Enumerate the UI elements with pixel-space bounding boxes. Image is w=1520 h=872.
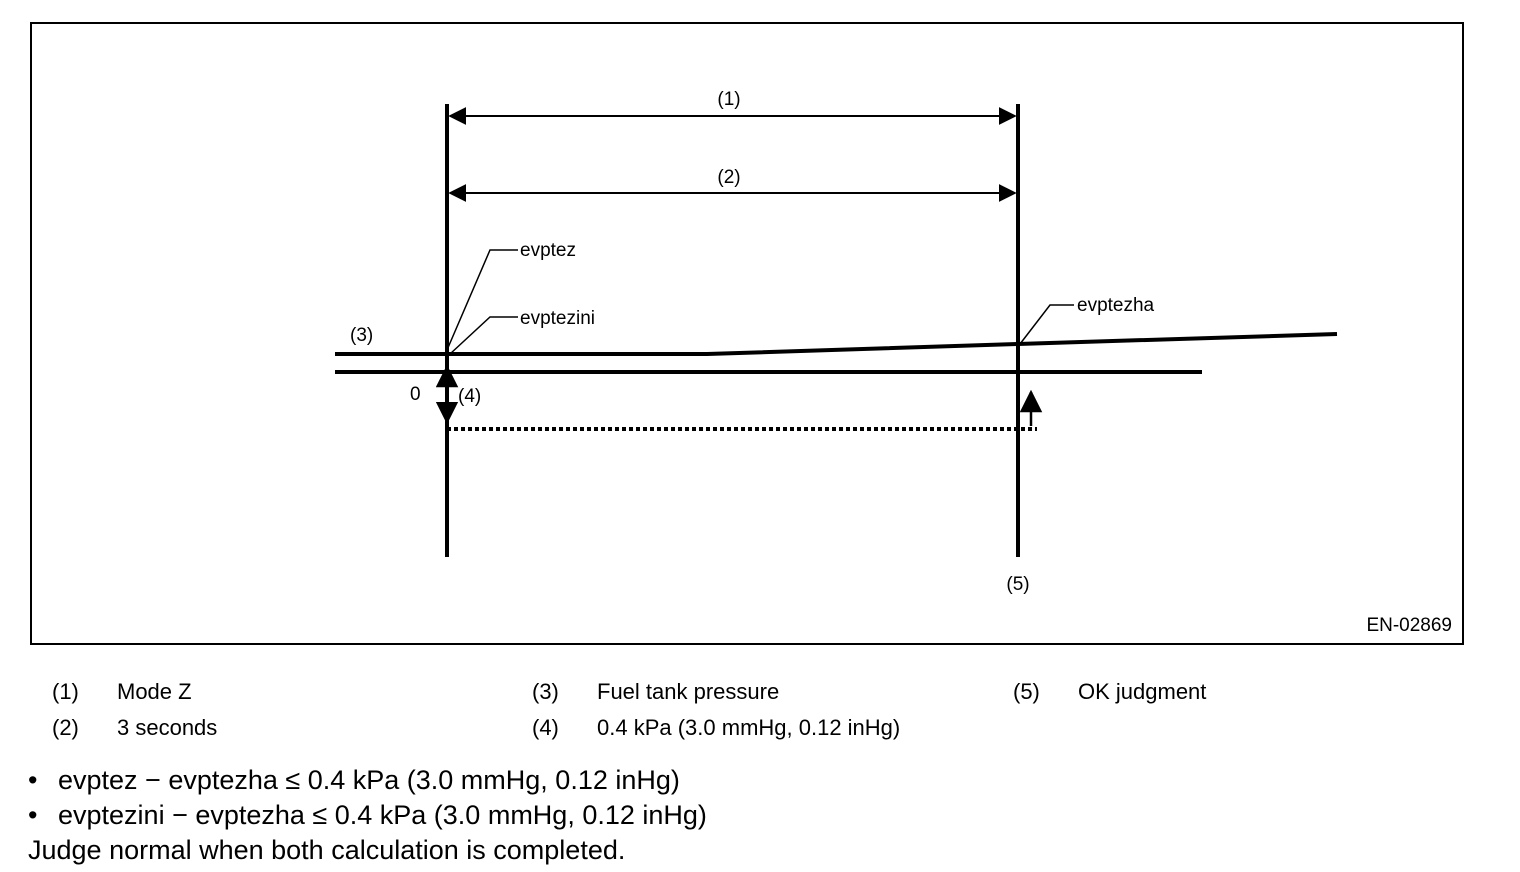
- legend-number: (2): [52, 715, 79, 740]
- legend-text: Fuel tank pressure: [597, 679, 780, 704]
- evptez-leader: [446, 249, 518, 351]
- figure-frame: (1) (2) 0 (3) evptez evptezini evptezha …: [30, 22, 1464, 645]
- signal-evptezha: evptezha: [1077, 295, 1155, 316]
- callout-pressure-delta: (4): [458, 386, 481, 407]
- note-conclusion: Judge normal when both calculation is co…: [28, 835, 626, 865]
- bullet-marker: •: [28, 765, 38, 795]
- legend-number: (1): [52, 679, 79, 704]
- legend-text: Mode Z: [117, 679, 192, 704]
- note-bullet-evptezini: • evptezini − evptezha ≤ 0.4 kPa (3.0 mmH…: [28, 800, 707, 831]
- evptezha-leader: [1019, 304, 1074, 345]
- timing-diagram: (1) (2) 0 (3) evptez evptezini evptezha …: [335, 89, 1338, 595]
- legend-text: OK judgment: [1078, 679, 1207, 704]
- note-bullet-evptez: • evptez − evptezha ≤ 0.4 kPa (3.0 mmHg, …: [28, 765, 680, 796]
- callout-fuel-tank-pressure: (3): [350, 325, 373, 346]
- signal-evptez: evptez: [520, 240, 576, 261]
- callout-ok-judgment: (5): [1006, 574, 1029, 595]
- legend-number: (5): [1013, 679, 1040, 704]
- signal-evptezini: evptezini: [520, 308, 595, 329]
- legend-text: 0.4 kPa (3.0 mmHg, 0.12 inHg): [597, 715, 901, 740]
- fuel-tank-pressure-trace: [335, 332, 1338, 356]
- legend-number: (3): [532, 679, 559, 704]
- callout-three-seconds: (2): [717, 167, 740, 188]
- bullet-marker: •: [28, 800, 38, 830]
- legend-number: (4): [532, 715, 559, 740]
- figure-code: EN-02869: [1366, 615, 1452, 636]
- evptezini-leader: [449, 316, 518, 355]
- note-text: evptezini − evptezha ≤ 0.4 kPa (3.0 mmHg…: [58, 800, 707, 830]
- legend-text: 3 seconds: [117, 715, 218, 740]
- note-text: evptez − evptezha ≤ 0.4 kPa (3.0 mmHg, 0…: [58, 765, 680, 795]
- callout-mode-z: (1): [717, 89, 740, 110]
- zero-label: 0: [410, 384, 421, 405]
